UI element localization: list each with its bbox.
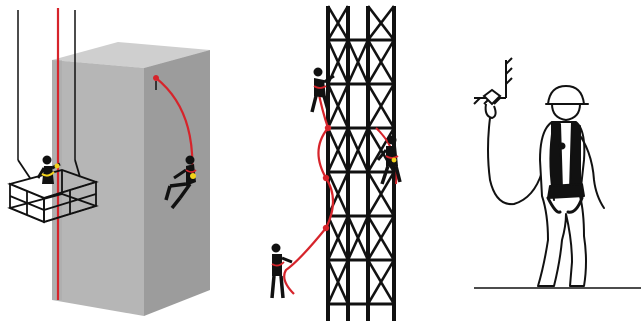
anchor-point-icon: [474, 58, 512, 118]
lanyard-icon: [488, 118, 542, 204]
harness-worker-icon: [538, 86, 604, 286]
safety-rope-icon: [284, 90, 333, 294]
tower-climbing-scene: [272, 6, 401, 321]
lattice-tower-icon: [328, 6, 394, 321]
fall-arrest-harness-scene: [474, 58, 641, 288]
suspended-platform-scene: [10, 8, 210, 316]
